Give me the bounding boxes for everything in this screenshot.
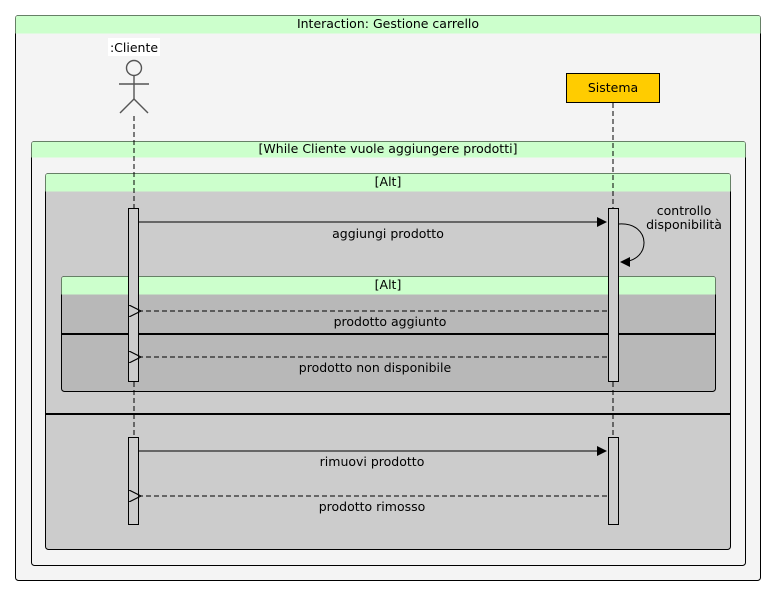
- return-prodotto-non-disponibile: prodotto non disponibile: [141, 357, 607, 375]
- self-message-label-line2: disponibilità: [646, 217, 722, 232]
- activation-cliente-1: [128, 208, 139, 382]
- message-aggiungi-prodotto: aggiungi prodotto: [139, 217, 607, 241]
- outer-alt-guard: [Alt]: [375, 174, 402, 189]
- message-label: rimuovi prodotto: [320, 454, 425, 469]
- inner-alt-guard: [Alt]: [375, 277, 402, 292]
- self-message-label-line1: controllo: [657, 203, 711, 218]
- return-prodotto-rimosso: prodotto rimosso: [141, 496, 607, 514]
- message-label: prodotto aggiunto: [334, 314, 447, 329]
- message-rimuovi-prodotto: rimuovi prodotto: [139, 446, 607, 469]
- actor-label: :Cliente: [110, 40, 158, 55]
- return-prodotto-aggiunto: prodotto aggiunto: [141, 311, 607, 329]
- activation-sistema-2: [608, 437, 619, 525]
- lifeline-sistema-header: Sistema: [566, 73, 660, 103]
- sistema-label: Sistema: [588, 80, 638, 95]
- message-label: aggiungi prodotto: [332, 226, 444, 241]
- message-label: prodotto rimosso: [319, 499, 426, 514]
- activation-bars: [128, 208, 619, 525]
- actor-cliente: :Cliente: [108, 38, 160, 114]
- activation-sistema-1: [608, 208, 619, 382]
- actor-stick-figure-icon: [119, 59, 149, 114]
- inner-alt-fragment: [Alt]: [61, 276, 716, 392]
- activation-cliente-2: [128, 437, 139, 525]
- loop-guard: [While Cliente vuole aggiungere prodotti…: [259, 141, 518, 156]
- frame-title: Interaction: Gestione carrello: [297, 16, 479, 31]
- message-label: prodotto non disponibile: [299, 360, 452, 375]
- self-message-controllo-disponibilita: controllo disponibilità: [618, 203, 722, 267]
